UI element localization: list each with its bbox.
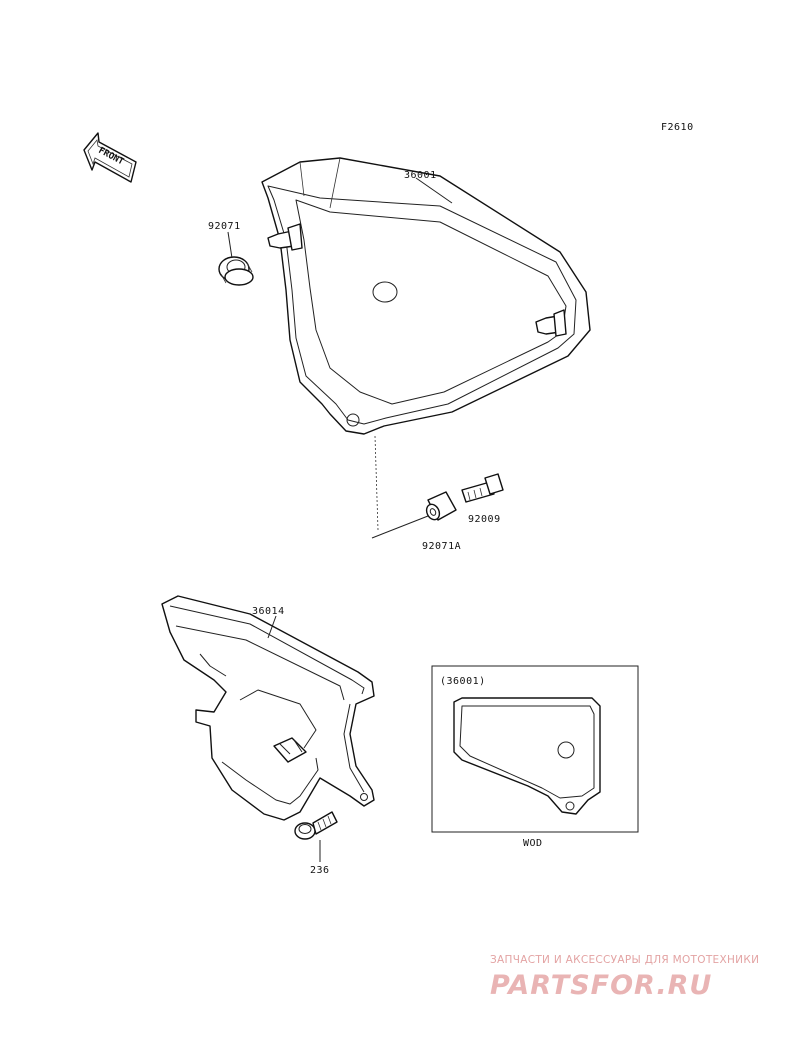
watermark-tagline: ЗАПЧАСТИ И АКСЕССУАРЫ ДЛЯ МОТОТЕХНИКИ xyxy=(490,954,759,966)
label-92071a: 92071A xyxy=(422,541,461,552)
collar-92071a xyxy=(425,491,457,521)
bolt-92009 xyxy=(461,473,504,503)
watermark: ЗАПЧАСТИ И АКСЕССУАРЫ ДЛЯ МОТОТЕХНИКИ PA… xyxy=(490,954,759,1001)
inset-caption: WOD xyxy=(523,838,543,849)
side-cover-left xyxy=(161,595,375,821)
label-92009: 92009 xyxy=(468,514,501,525)
label-36014: 36014 xyxy=(252,606,285,617)
side-cover-right xyxy=(261,157,591,435)
inset-variant: (36001) WOD xyxy=(431,665,639,849)
label-36001: 36001 xyxy=(404,170,437,181)
inset-ref: (36001) xyxy=(440,676,486,687)
watermark-logo: PARTSFOR.RU xyxy=(490,970,712,1001)
figure-code: F2610 xyxy=(661,122,694,133)
grommet-92071 xyxy=(218,256,254,286)
label-92071: 92071 xyxy=(208,221,241,232)
front-arrow-icon: FRONT xyxy=(83,132,137,183)
screw-236 xyxy=(294,811,338,840)
label-236: 236 xyxy=(310,865,330,876)
